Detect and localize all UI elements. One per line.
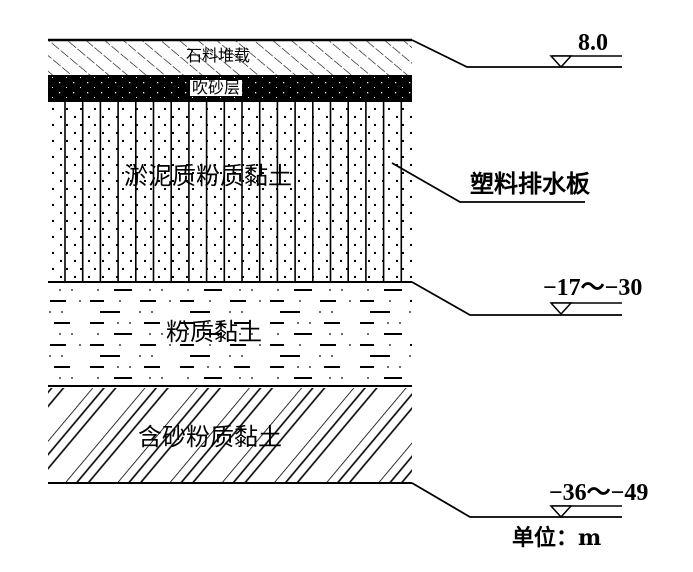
- unit-label: 单位：m: [512, 525, 602, 551]
- layer-label-stone-surcharge: 石料堆载: [186, 46, 251, 65]
- layer-stone-surcharge: [48, 40, 412, 75]
- layer-sandy-silty-clay: [48, 388, 412, 483]
- layer-label-hydraulic-fill-sand: 吹砂层: [190, 78, 243, 97]
- layer-silty-mucky-clay: [48, 102, 412, 282]
- layer-label-sandy-silty-clay: 含砂粉质黏土: [138, 423, 282, 451]
- drain-board-lines: [64, 102, 403, 282]
- elevation-label-middle: −17～−30: [543, 275, 643, 301]
- layer-label-silty-clay: 粉质黏土: [166, 318, 262, 346]
- leader-line-drain: [391, 162, 585, 203]
- layer-silty-clay: [48, 288, 412, 382]
- leader-line-bottom: [411, 482, 622, 518]
- elevation-marker-icon: [549, 505, 573, 519]
- layer-label-silty-mucky-clay: 淤泥质粉质黏土: [124, 162, 292, 190]
- elevation-label-top: 8.0: [578, 30, 608, 56]
- elevation-marker-icon: [549, 302, 573, 316]
- elevation-marker-icon: [549, 55, 573, 69]
- elevation-label-bottom: −36～−49: [549, 480, 649, 506]
- leader-line-middle: [411, 281, 622, 316]
- leader-line-top: [411, 39, 622, 68]
- drain-board-label: 塑料排水板: [470, 169, 590, 198]
